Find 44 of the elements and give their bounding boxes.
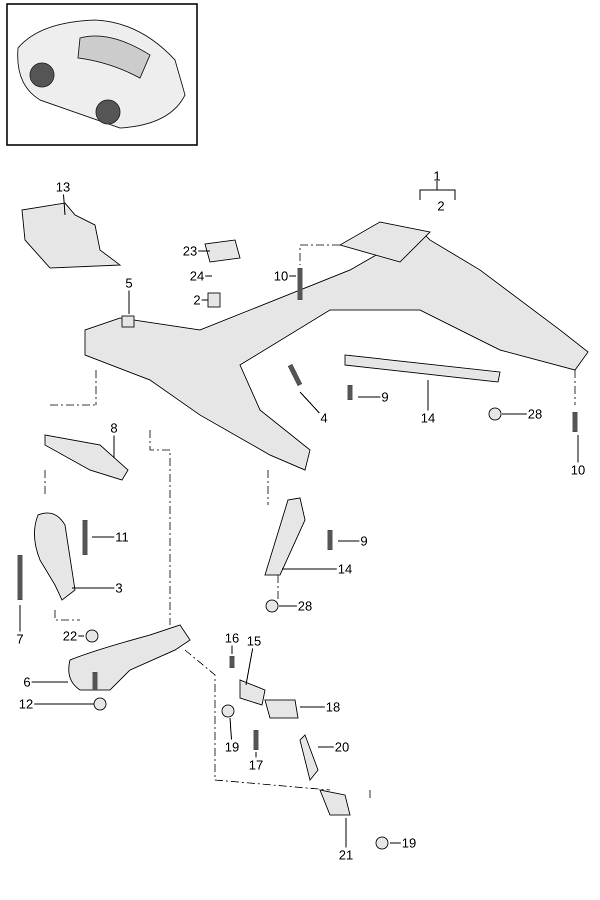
callout-number: 19 [402,836,416,850]
callout-number: 17 [248,758,264,772]
callout-number: 8 [110,420,118,436]
callout-number: 6 [23,674,31,690]
leader-line [282,568,338,570]
leader-line [318,746,334,748]
callout-number: 7 [16,632,24,646]
callout-number: 10 [570,462,586,478]
callout-number: 14 [338,562,352,576]
leader-line [246,648,254,686]
leader-line [300,706,326,708]
callout-number: 14 [420,410,436,426]
callout-number: 28 [298,598,312,614]
callout-number: 2 [193,292,201,308]
callout-number: 20 [334,740,350,754]
callout-number: 3 [115,580,123,596]
callout-number: 28 [528,406,542,422]
callout-number: 21 [338,848,354,862]
leader-line [92,536,115,538]
callout-number: 18 [326,700,340,714]
leader-line [338,540,360,542]
callout-number: 23 [182,244,198,258]
callout-number: 1 [433,168,441,184]
leader-line [198,250,210,252]
callout-number: 16 [224,630,240,646]
callout-number: 11 [115,530,129,544]
callout-number: 24 [190,268,204,284]
callout-number: 2 [437,198,445,214]
callout-number: 22 [62,628,78,644]
callout-number: 13 [56,180,70,194]
callout-number: 5 [125,276,133,290]
callout-number: 9 [360,534,368,548]
callout-number: 19 [224,740,240,754]
leader-line [358,396,381,398]
leader-line [300,392,320,414]
callout-number: 9 [381,390,389,404]
callout-number: 10 [274,268,288,284]
leader-line [63,194,66,216]
callout-number: 4 [320,410,328,426]
leader-line [390,842,402,844]
leader-line [230,718,232,740]
callout-number: 15 [246,634,262,648]
leader-line [128,290,130,314]
callout-number: 12 [18,696,34,712]
